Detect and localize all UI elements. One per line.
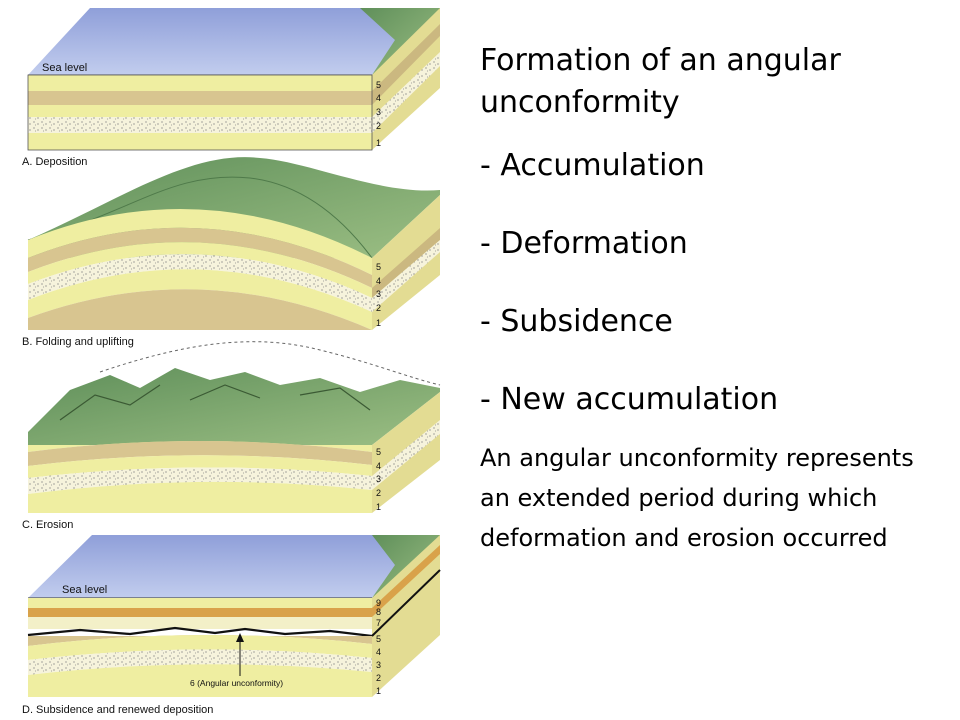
panel-a-layer-3: 3 bbox=[376, 107, 381, 117]
panel-c-layer-4: 4 bbox=[376, 461, 381, 471]
panel-c-label: C. Erosion bbox=[22, 519, 73, 531]
panel-d-subsidence: Sea level 6 (Angular unconformity) 9 8 7… bbox=[22, 535, 441, 716]
angular-unconformity-callout: 6 (Angular unconformity) bbox=[190, 678, 283, 688]
panel-b-layer-4: 4 bbox=[376, 276, 381, 286]
panel-b-layer-2: 2 bbox=[376, 303, 381, 313]
panel-d-label: D. Subsidence and renewed deposition bbox=[22, 704, 213, 716]
panel-c-layer-2: 2 bbox=[376, 488, 381, 498]
panel-b-layer-5: 5 bbox=[376, 262, 381, 272]
panel-c-layer-5: 5 bbox=[376, 447, 381, 457]
panel-d-layer-8: 8 bbox=[376, 607, 381, 617]
panel-d-layer-1: 1 bbox=[376, 686, 381, 696]
panel-d-sea-level-label: Sea level bbox=[62, 584, 107, 596]
panel-c-layer-3: 3 bbox=[376, 474, 381, 484]
panel-b-layer-3: 3 bbox=[376, 289, 381, 299]
panel-a-layer-5: 5 bbox=[376, 80, 381, 90]
panel-b-folding: 5 4 3 2 1 B. Folding and uplifting bbox=[22, 157, 440, 348]
panel-a-label: A. Deposition bbox=[22, 156, 87, 168]
panel-d-layer-5: 5 bbox=[376, 634, 381, 644]
panel-d-layer-2: 2 bbox=[376, 673, 381, 683]
step-new-accumulation: - New accumulation bbox=[480, 382, 779, 417]
step-subsidence: - Subsidence bbox=[480, 304, 673, 339]
panel-d-layer-3: 3 bbox=[376, 660, 381, 670]
panel-a-deposition: Sea level 5 4 3 2 1 A. Deposition bbox=[22, 8, 440, 168]
unconformity-note: An angular unconformity represents an ex… bbox=[480, 444, 914, 552]
panel-a-sea-level-label: Sea level bbox=[42, 62, 87, 74]
panel-d-layer-7: 7 bbox=[376, 618, 381, 628]
slide-text-column: Formation of an angular unconformity - A… bbox=[480, 40, 940, 558]
panel-c-erosion: 5 4 3 2 1 C. Erosion bbox=[22, 341, 441, 531]
panel-a-layer-4: 4 bbox=[376, 93, 381, 103]
panel-d-layer-9: 9 bbox=[376, 598, 381, 608]
step-deformation: - Deformation bbox=[480, 226, 688, 261]
step-accumulation: - Accumulation bbox=[480, 148, 705, 183]
angular-unconformity-diagram: Sea level 5 4 3 2 1 A. Deposition 5 4 3 … bbox=[22, 8, 441, 716]
panel-a-layer-1: 1 bbox=[376, 138, 381, 148]
panel-a-layer-2: 2 bbox=[376, 121, 381, 131]
panel-b-label: B. Folding and uplifting bbox=[22, 336, 134, 348]
panel-c-layer-1: 1 bbox=[376, 502, 381, 512]
panel-b-layer-1: 1 bbox=[376, 318, 381, 328]
panel-d-layer-4: 4 bbox=[376, 647, 381, 657]
slide-title: Formation of an angular unconformity bbox=[480, 43, 841, 120]
